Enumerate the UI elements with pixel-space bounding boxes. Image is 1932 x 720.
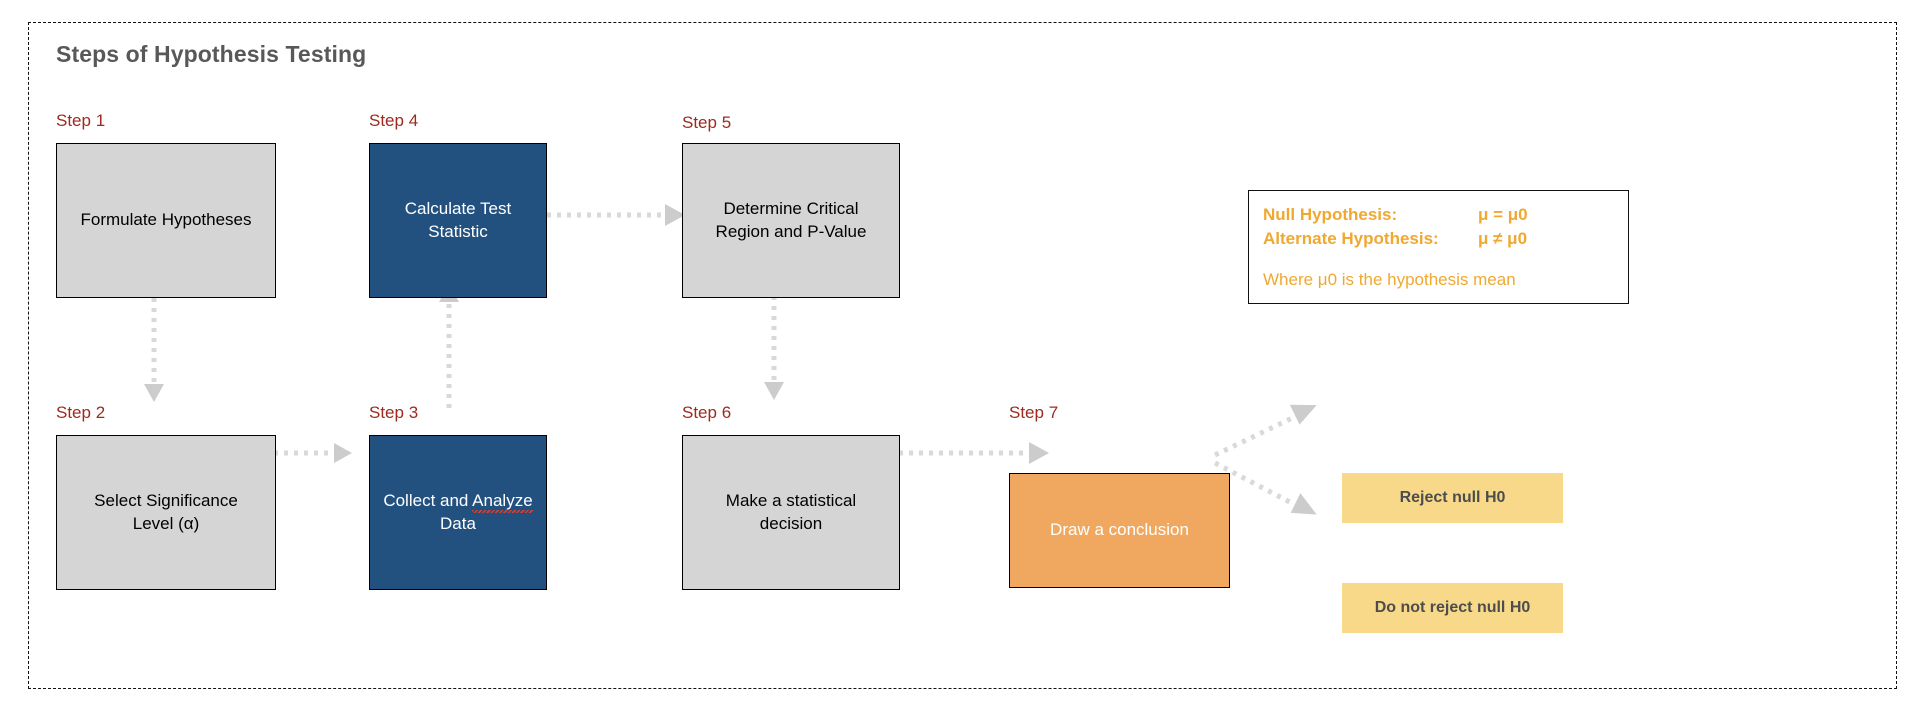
step3-line2: Data bbox=[440, 513, 476, 533]
step-label-6: Step 6 bbox=[682, 403, 732, 422]
step-label-4: Step 4 bbox=[369, 111, 419, 130]
misspelled-word-analyze: Analyze bbox=[472, 491, 533, 511]
step-box-formulate-hypotheses[interactable]: Formulate Hypotheses bbox=[56, 143, 276, 298]
connector-step7-to-donotreject bbox=[1213, 460, 1317, 515]
connector-step4-to-step5 bbox=[547, 204, 685, 226]
diagram-canvas: Steps of Hypothesis Testing Step 1 Formu… bbox=[28, 22, 1897, 689]
alternate-hypothesis-label: Alternate Hypothesis: bbox=[1263, 229, 1439, 249]
hypothesis-note: Where μ0 is the hypothesis mean bbox=[1263, 270, 1516, 290]
outcome-do-not-reject-null[interactable]: Do not reject null H0 bbox=[1342, 583, 1563, 633]
null-hypothesis-row: Null Hypothesis: μ = μ0 bbox=[1263, 203, 1614, 227]
hypothesis-callout: Null Hypothesis: μ = μ0 Alternate Hypoth… bbox=[1248, 190, 1629, 304]
step-box-label: Draw a conclusion bbox=[1050, 520, 1189, 540]
connector-step1-to-step2 bbox=[144, 278, 164, 402]
connector-step2-to-step3 bbox=[224, 443, 352, 463]
step-box-calculate-test-statistic[interactable]: Calculate Test Statistic bbox=[369, 143, 547, 298]
step-box-label: Formulate Hypotheses bbox=[80, 210, 252, 230]
step-label-1: Step 1 bbox=[56, 111, 106, 130]
outcome-reject-null[interactable]: Reject null H0 bbox=[1342, 473, 1563, 523]
step3-line1-prefix: Collect and bbox=[383, 491, 473, 511]
step-label-3: Step 3 bbox=[369, 403, 419, 422]
connector-step5-to-step6 bbox=[764, 276, 784, 400]
null-hypothesis-label: Null Hypothesis: bbox=[1263, 205, 1398, 224]
alternate-hypothesis-value: μ ≠ μ0 bbox=[1478, 229, 1528, 249]
outcome-label: Reject null H0 bbox=[1399, 489, 1506, 506]
step-box-draw-a-conclusion[interactable]: Draw a conclusion bbox=[1009, 473, 1230, 588]
connector-step7-to-reject bbox=[1213, 404, 1317, 458]
null-hypothesis-value: μ = μ0 bbox=[1478, 205, 1528, 224]
connector-step6-to-step7 bbox=[859, 442, 1049, 464]
page-title: Steps of Hypothesis Testing bbox=[56, 41, 367, 67]
outcome-label: Do not reject null H0 bbox=[1374, 599, 1531, 616]
step-label-2: Step 2 bbox=[56, 403, 106, 422]
step-label-7: Step 7 bbox=[1009, 403, 1059, 422]
alternate-hypothesis-row: Alternate Hypothesis: μ ≠ μ0 bbox=[1263, 227, 1614, 251]
step-label-5: Step 5 bbox=[682, 113, 732, 132]
step-box-label: Calculate Test Statistic bbox=[404, 199, 512, 241]
